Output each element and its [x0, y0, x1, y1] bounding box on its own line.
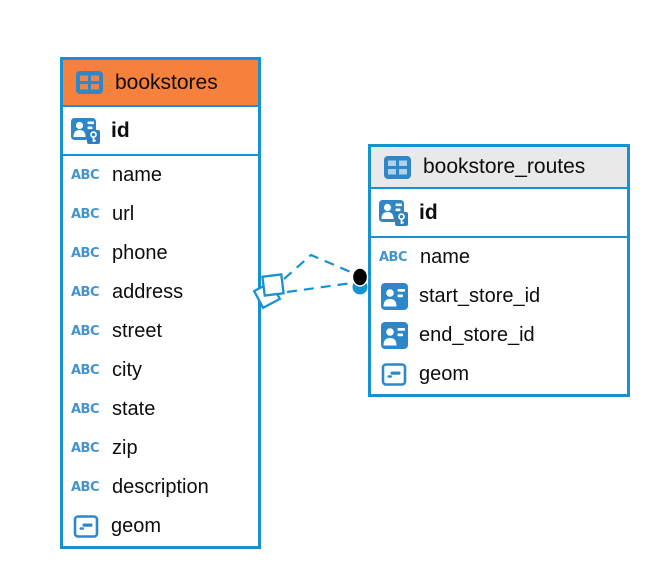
column-row-description[interactable]: ABC description: [63, 468, 258, 507]
table-header[interactable]: bookstores: [63, 60, 258, 107]
table-icon: [73, 67, 105, 99]
column-label: city: [112, 359, 142, 381]
column-row-state[interactable]: ABC state: [63, 390, 258, 429]
relation-markers: [252, 267, 369, 310]
columns-section: ABC name start_store_id end_store_id geom: [371, 238, 627, 394]
abc-text-type-icon: ABC: [71, 207, 100, 222]
abc-text-type-icon: ABC: [379, 250, 408, 265]
column-row-name[interactable]: ABC name: [63, 156, 258, 195]
table-bookstore-routes[interactable]: bookstore_routes id ABC name start_store_…: [368, 144, 630, 397]
geometry-icon: [378, 359, 410, 391]
cardinality-square-front-icon: [261, 273, 285, 297]
column-label: id: [419, 200, 438, 224]
column-row-id[interactable]: id: [63, 107, 258, 154]
column-label: end_store_id: [419, 324, 535, 346]
endpoint-dot-black-icon: [351, 267, 369, 287]
abc-text-type-icon: ABC: [71, 324, 100, 339]
column-row-url[interactable]: ABC url: [63, 195, 258, 234]
abc-text-type-icon: ABC: [71, 363, 100, 378]
table-title: bookstores: [115, 70, 218, 94]
column-label: state: [112, 398, 156, 420]
column-row-geom[interactable]: geom: [371, 355, 627, 394]
primary-key-icon: [70, 115, 102, 147]
column-label: street: [112, 320, 163, 342]
column-label: address: [112, 281, 184, 303]
relation-lines: [283, 253, 354, 294]
column-row-id[interactable]: id: [371, 189, 627, 236]
column-row-start_store_id[interactable]: start_store_id: [371, 277, 627, 316]
relationship-line-2[interactable]: [286, 281, 353, 294]
column-label: geom: [111, 515, 162, 537]
column-row-geom[interactable]: geom: [63, 507, 258, 546]
column-label: name: [112, 164, 163, 186]
table-icon: [381, 151, 413, 183]
column-label: description: [112, 476, 209, 498]
column-row-zip[interactable]: ABC zip: [63, 429, 258, 468]
abc-text-type-icon: ABC: [71, 246, 100, 261]
column-row-end_store_id[interactable]: end_store_id: [371, 316, 627, 355]
abc-text-type-icon: ABC: [71, 285, 100, 300]
column-label: zip: [112, 437, 138, 459]
column-row-city[interactable]: ABC city: [63, 351, 258, 390]
abc-text-type-icon: ABC: [71, 168, 100, 183]
abc-text-type-icon: ABC: [71, 402, 100, 417]
column-label: start_store_id: [419, 285, 541, 307]
endpoint-dot-blue-icon: [352, 279, 368, 295]
column-label: geom: [419, 363, 470, 385]
primary-key-section: id: [63, 107, 258, 156]
column-row-phone[interactable]: ABC phone: [63, 234, 258, 273]
column-label: id: [111, 118, 130, 142]
column-label: phone: [112, 242, 168, 264]
table-header[interactable]: bookstore_routes: [371, 147, 627, 189]
column-label: url: [112, 203, 135, 225]
abc-text-type-icon: ABC: [71, 441, 100, 456]
abc-text-type-icon: ABC: [71, 480, 100, 495]
relationship-line-1[interactable]: [283, 253, 354, 280]
geometry-icon: [70, 511, 102, 543]
column-row-address[interactable]: ABC address: [63, 273, 258, 312]
column-label: name: [420, 246, 471, 268]
column-row-name[interactable]: ABC name: [371, 238, 627, 277]
reference-icon: [378, 281, 410, 313]
table-title: bookstore_routes: [423, 155, 586, 178]
primary-key-section: id: [371, 189, 627, 238]
reference-icon: [378, 320, 410, 352]
primary-key-icon: [378, 197, 410, 229]
column-row-street[interactable]: ABC street: [63, 312, 258, 351]
